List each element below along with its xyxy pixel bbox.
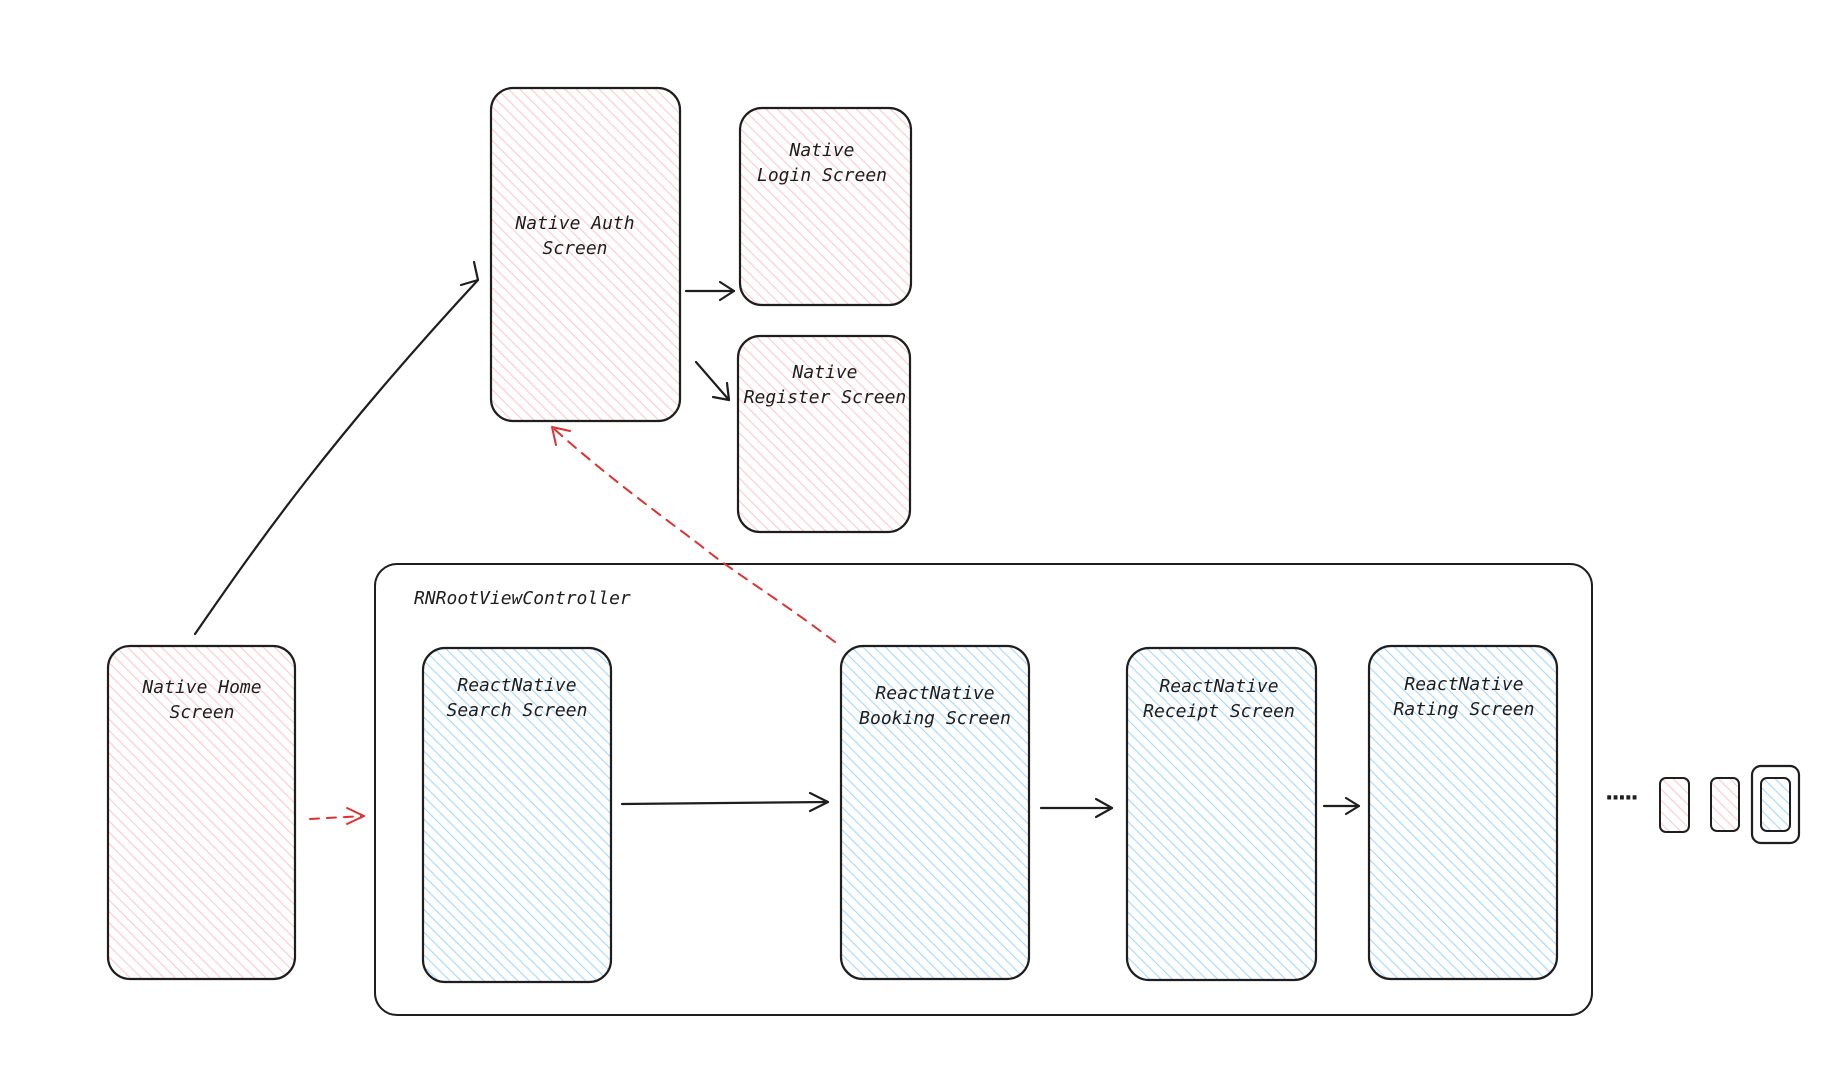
arrow-booking-to-receipt-head	[1094, 797, 1114, 819]
rn-search-screen-box[interactable]	[421, 646, 613, 984]
mini-react-screen	[1760, 777, 1791, 832]
container-label: RNRootViewController	[414, 588, 631, 609]
rn-rating-screen-box[interactable]	[1367, 644, 1559, 981]
arrow-auth-to-register	[694, 360, 731, 402]
native-register-screen-box[interactable]	[736, 334, 912, 534]
mini-native-screen-2	[1710, 777, 1740, 832]
arrow-home-to-auth-head	[459, 260, 480, 287]
arrow-search-to-booking-head	[808, 791, 830, 813]
mini-react-outer-frame	[1750, 764, 1801, 845]
native-login-screen-box[interactable]	[738, 106, 913, 307]
native-auth-screen-box[interactable]	[489, 86, 682, 423]
arrow-search-to-booking	[620, 800, 830, 806]
arrow-auth-to-login-head	[718, 280, 736, 302]
mini-native-screen-1	[1659, 777, 1690, 833]
rn-booking-screen-box[interactable]	[839, 644, 1031, 981]
dashed-arrow-home-to-container	[309, 815, 365, 820]
dashed-arrow-home-to-container-head	[346, 807, 365, 825]
rn-receipt-screen-box[interactable]	[1125, 646, 1318, 982]
dashed-arrow-booking-to-auth-head	[551, 426, 571, 446]
arrow-home-to-auth	[193, 278, 480, 636]
rn-root-view-controller-box	[374, 563, 1593, 1016]
native-home-screen-box[interactable]	[106, 644, 297, 981]
dashed-arrow-booking-to-auth	[551, 426, 836, 643]
arrow-auth-to-register-head	[711, 381, 731, 402]
arrow-receipt-to-rating-head	[1344, 796, 1361, 816]
ellipsis-dots: ·····	[1605, 786, 1639, 811]
